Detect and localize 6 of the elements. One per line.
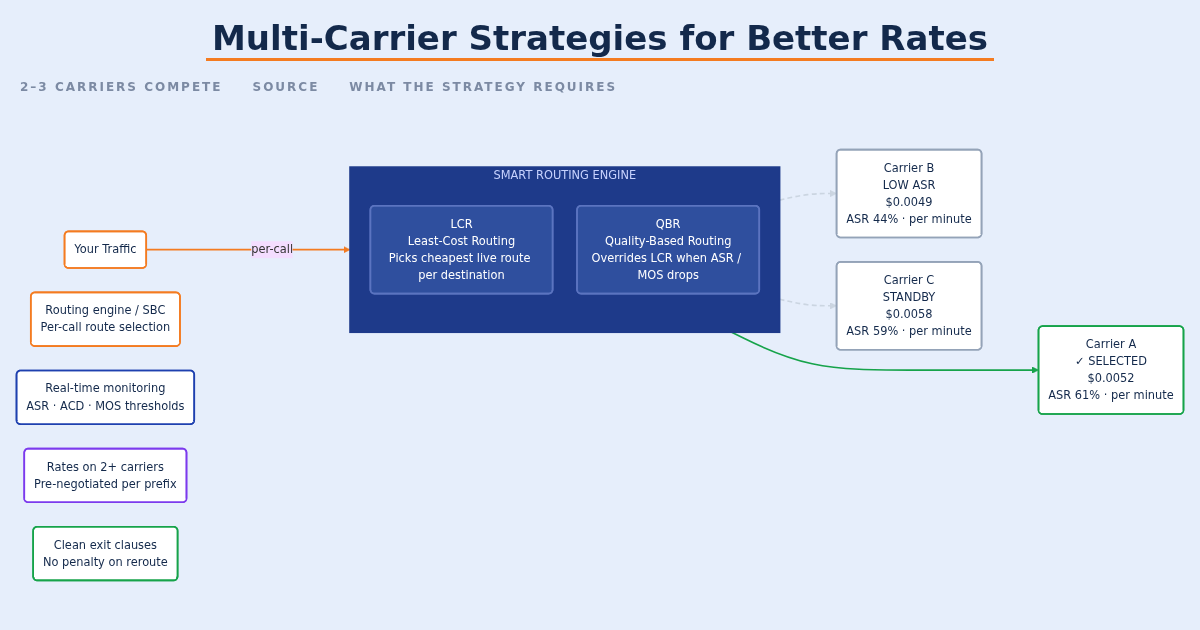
edge-label: per-call: [251, 242, 294, 256]
section-label: SOURCE: [252, 80, 320, 94]
arrow: [730, 331, 1039, 374]
section-label: 2–3 CARRIERS COMPETE: [20, 80, 223, 94]
title: Multi-Carrier Strategies for Better Rates: [206, 18, 994, 61]
section-label: WHAT THE STRATEGY REQUIRES: [349, 80, 618, 94]
